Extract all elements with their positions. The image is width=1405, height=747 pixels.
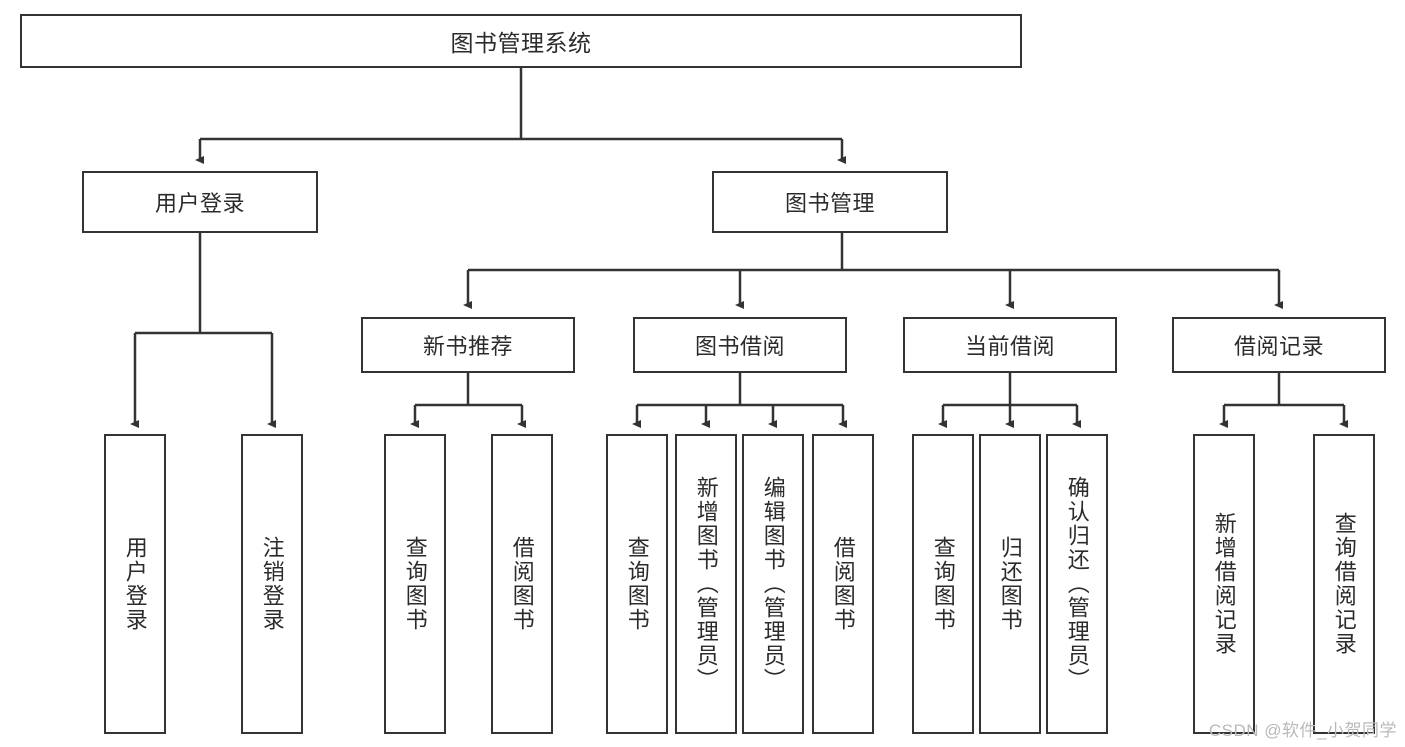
node-leaf-borrow-add-book-admin[interactable]: 新增图书（管理员） xyxy=(675,434,737,734)
node-leaf-newbook-borrow-book[interactable]: 借阅图书 xyxy=(491,434,553,734)
node-label: 查询图书 xyxy=(624,536,650,632)
node-leaf-newbook-query-book[interactable]: 查询图书 xyxy=(384,434,446,734)
node-borrow-record[interactable]: 借阅记录 xyxy=(1172,317,1386,373)
node-label: 用户登录 xyxy=(122,536,148,632)
node-leaf-current-query-book[interactable]: 查询图书 xyxy=(912,434,974,734)
node-leaf-borrow-borrow-book[interactable]: 借阅图书 xyxy=(812,434,874,734)
node-label: 新书推荐 xyxy=(422,334,513,359)
node-leaf-borrow-query-book[interactable]: 查询图书 xyxy=(606,434,668,734)
node-leaf-borrow-edit-book-admin[interactable]: 编辑图书（管理员） xyxy=(742,434,804,734)
node-label: 查询图书 xyxy=(402,536,428,632)
node-label: 借阅图书 xyxy=(830,536,856,632)
csdn-watermark: CSDN @软件_小贺同学 xyxy=(1208,721,1397,740)
node-leaf-current-confirm-return-admin[interactable]: 确认归还（管理员） xyxy=(1046,434,1108,734)
node-label: 图书借阅 xyxy=(694,334,785,359)
node-label: 确认归还（管理员） xyxy=(1064,476,1090,692)
node-root-book-management-system[interactable]: 图书管理系统 xyxy=(20,14,1022,68)
node-label: 查询图书 xyxy=(930,536,956,632)
node-label: 归还图书 xyxy=(997,536,1023,632)
node-leaf-user-login[interactable]: 用户登录 xyxy=(104,434,166,734)
node-label: 注销登录 xyxy=(259,536,285,632)
node-label: 图书管理系统 xyxy=(450,30,592,56)
node-label: 编辑图书（管理员） xyxy=(760,476,786,692)
node-label: 新增图书（管理员） xyxy=(693,476,719,692)
node-label: 用户登录 xyxy=(154,191,245,216)
node-leaf-record-query-borrow-record[interactable]: 查询借阅记录 xyxy=(1313,434,1375,734)
node-book-borrow[interactable]: 图书借阅 xyxy=(633,317,847,373)
node-label: 图书管理 xyxy=(784,191,875,216)
node-user-login[interactable]: 用户登录 xyxy=(82,171,318,233)
node-label: 当前借阅 xyxy=(964,334,1055,359)
node-label: 新增借阅记录 xyxy=(1211,512,1237,656)
node-label: 借阅图书 xyxy=(509,536,535,632)
node-label: 借阅记录 xyxy=(1233,334,1324,359)
node-new-book-recommend[interactable]: 新书推荐 xyxy=(361,317,575,373)
node-book-management[interactable]: 图书管理 xyxy=(712,171,948,233)
node-leaf-logout[interactable]: 注销登录 xyxy=(241,434,303,734)
node-label: 查询借阅记录 xyxy=(1331,512,1357,656)
node-leaf-current-return-book[interactable]: 归还图书 xyxy=(979,434,1041,734)
node-leaf-record-add-borrow-record[interactable]: 新增借阅记录 xyxy=(1193,434,1255,734)
node-current-borrow[interactable]: 当前借阅 xyxy=(903,317,1117,373)
